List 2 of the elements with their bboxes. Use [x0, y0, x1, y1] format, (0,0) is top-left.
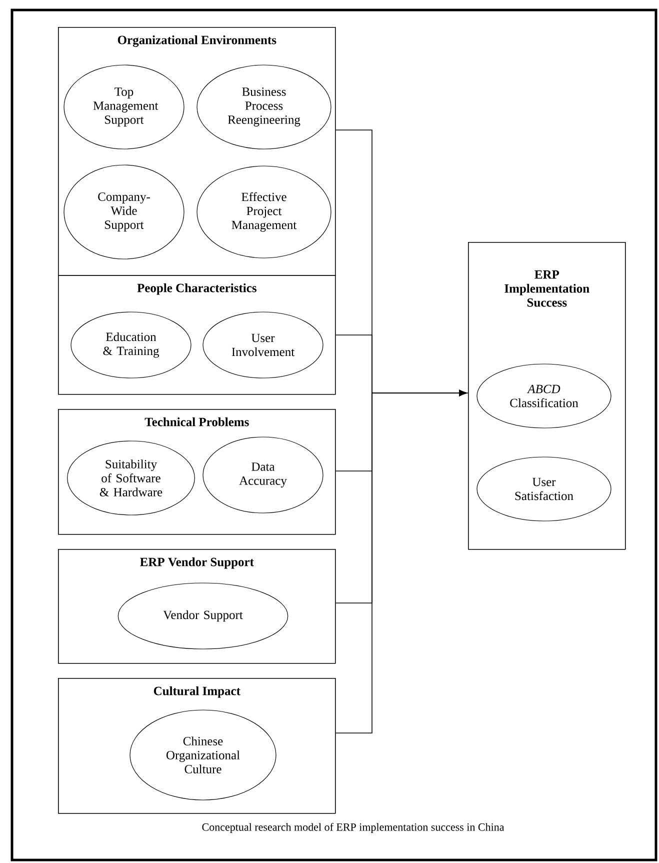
connector-arrow	[335, 390, 467, 734]
caption: Conceptual research model of ERP implementation success in China	[202, 822, 504, 834]
